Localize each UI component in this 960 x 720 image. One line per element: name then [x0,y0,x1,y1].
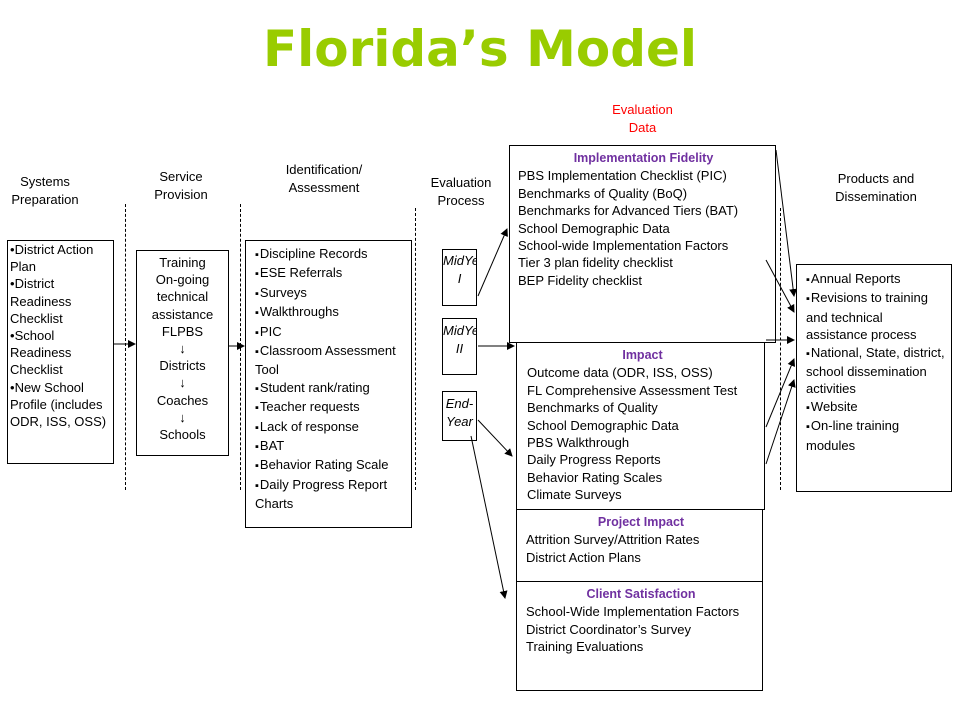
separator-4 [780,208,781,490]
products-item: On-line training modules [806,417,945,454]
down-arrow-icon: ↓ [179,409,186,425]
evaluation-data-label: Evaluation Data [595,101,690,137]
label-systems-preparation: Systems Preparation [11,174,79,207]
implementation-fidelity-heading: Implementation Fidelity [573,151,714,165]
systems-item: New School Profile (includes ODR, ISS, O… [10,379,111,431]
label-products-dissemination: Products and Dissemination [835,171,917,204]
products-box: Annual Reports Revisions to training and… [796,264,952,492]
client-satisfaction-box: Client Satisfaction School-Wide Implemen… [516,581,763,691]
fidelity-item: School Demographic Data [518,220,670,236]
client-satisfaction-item: School-Wide Implementation Factors [526,604,740,620]
label-service-provision: Service Provision [154,169,208,202]
identification-item: BAT [255,437,403,456]
fidelity-item: BEP Fidelity checklist [518,272,643,288]
impact-item: FL Comprehensive Assessment Test [527,382,738,398]
project-impact-heading: Project Impact [597,515,685,529]
service-line: FLPBS [161,323,204,339]
arrow-impact-low-to-products [765,379,796,465]
project-impact-item: District Action Plans [526,549,641,565]
identification-item: Discipline Records [255,245,403,264]
systems-item: District Action Plan [10,241,111,275]
arrow-impact-to-products [765,358,796,428]
identification-item: Daily Progress Report Charts [255,476,403,513]
products-item: Annual Reports [806,270,945,289]
impact-item: Behavior Rating Scales [527,469,663,485]
arrow-fidelity-to-products [765,259,795,313]
products-item: Revisions to training and technical assi… [806,289,945,343]
products-item: National, State, district, school dissem… [806,344,945,398]
identification-box: Discipline Records ESE Referrals Surveys… [245,240,412,528]
impact-item: School Demographic Data [527,417,679,433]
impact-item: Outcome data (ODR, ISS, OSS) [527,365,713,381]
label-identification-assessment: Identification/ Assessment [285,162,363,195]
evaluation-point-midyear-2: MidYear II [442,318,477,375]
fidelity-item: Benchmarks for Advanced Tiers (BAT) [518,203,739,219]
products-item: Website [806,398,945,417]
evaluation-data-line-1: Evaluation [612,102,673,117]
fidelity-item: PBS Implementation Checklist (PIC) [518,168,727,184]
impact-item: Daily Progress Reports [527,452,661,468]
service-line: Training [159,255,206,270]
impact-box: Impact Outcome data (ODR, ISS, OSS) FL C… [516,342,765,510]
identification-item: Walkthroughs [255,303,403,322]
separator-3 [415,208,416,490]
page-title: Florida’s Model [262,20,698,78]
arrow-endyear-to-client [470,435,508,599]
service-line: On-going technical assistance [151,272,214,322]
arrow-midyear-to-fidelity [477,228,508,297]
identification-item: Behavior Rating Scale [255,456,403,475]
impact-item: PBS Walkthrough [527,435,630,451]
label-evaluation-process: Evaluation Process [430,175,492,208]
systems-item: District Readiness Checklist [10,275,111,327]
client-satisfaction-item: Training Evaluations [526,639,644,655]
service-line: Schools [159,427,206,443]
identification-item: Surveys [255,284,403,303]
client-satisfaction-heading: Client Satisfaction [586,587,696,601]
fidelity-item: School-wide Implementation Factors [518,238,729,254]
project-impact-item: Attrition Survey/Attrition Rates [526,532,700,548]
identification-item: Teacher requests [255,398,403,417]
project-impact-box: Project Impact Attrition Survey/Attritio… [516,510,763,582]
identification-item: Classroom Assessment Tool [255,342,403,379]
down-arrow-icon: ↓ [179,341,186,357]
evaluation-point-midyear-1: MidYear I [442,249,477,306]
identification-item: Student rank/rating [255,379,403,398]
systems-preparation-box: District Action Plan District Readiness … [7,240,114,464]
arrow-endyear-to-impact [477,419,513,457]
arrow-evaldata-to-products [775,149,798,297]
service-line: Coaches [156,392,209,408]
service-line: Districts [159,358,206,374]
evaluation-data-line-2: Data [628,120,657,135]
fidelity-item: Tier 3 plan fidelity checklist [518,255,673,271]
impact-item: Climate Surveys [527,487,622,503]
identification-item: PIC [255,323,403,342]
down-arrow-icon: ↓ [179,375,186,391]
systems-item: School Readiness Checklist [10,327,111,379]
service-provision-box: Training On-going technical assistance F… [136,250,229,456]
fidelity-item: Benchmarks of Quality (BoQ) [518,185,688,201]
identification-item: Lack of response [255,418,403,437]
impact-item: Benchmarks of Quality [527,400,658,416]
separator-1 [125,204,126,490]
client-satisfaction-item: District Coordinator’s Survey [526,621,691,637]
identification-item: ESE Referrals [255,264,403,283]
evaluation-point-end-year: End-Year [442,391,477,441]
impact-heading: Impact [622,348,663,362]
